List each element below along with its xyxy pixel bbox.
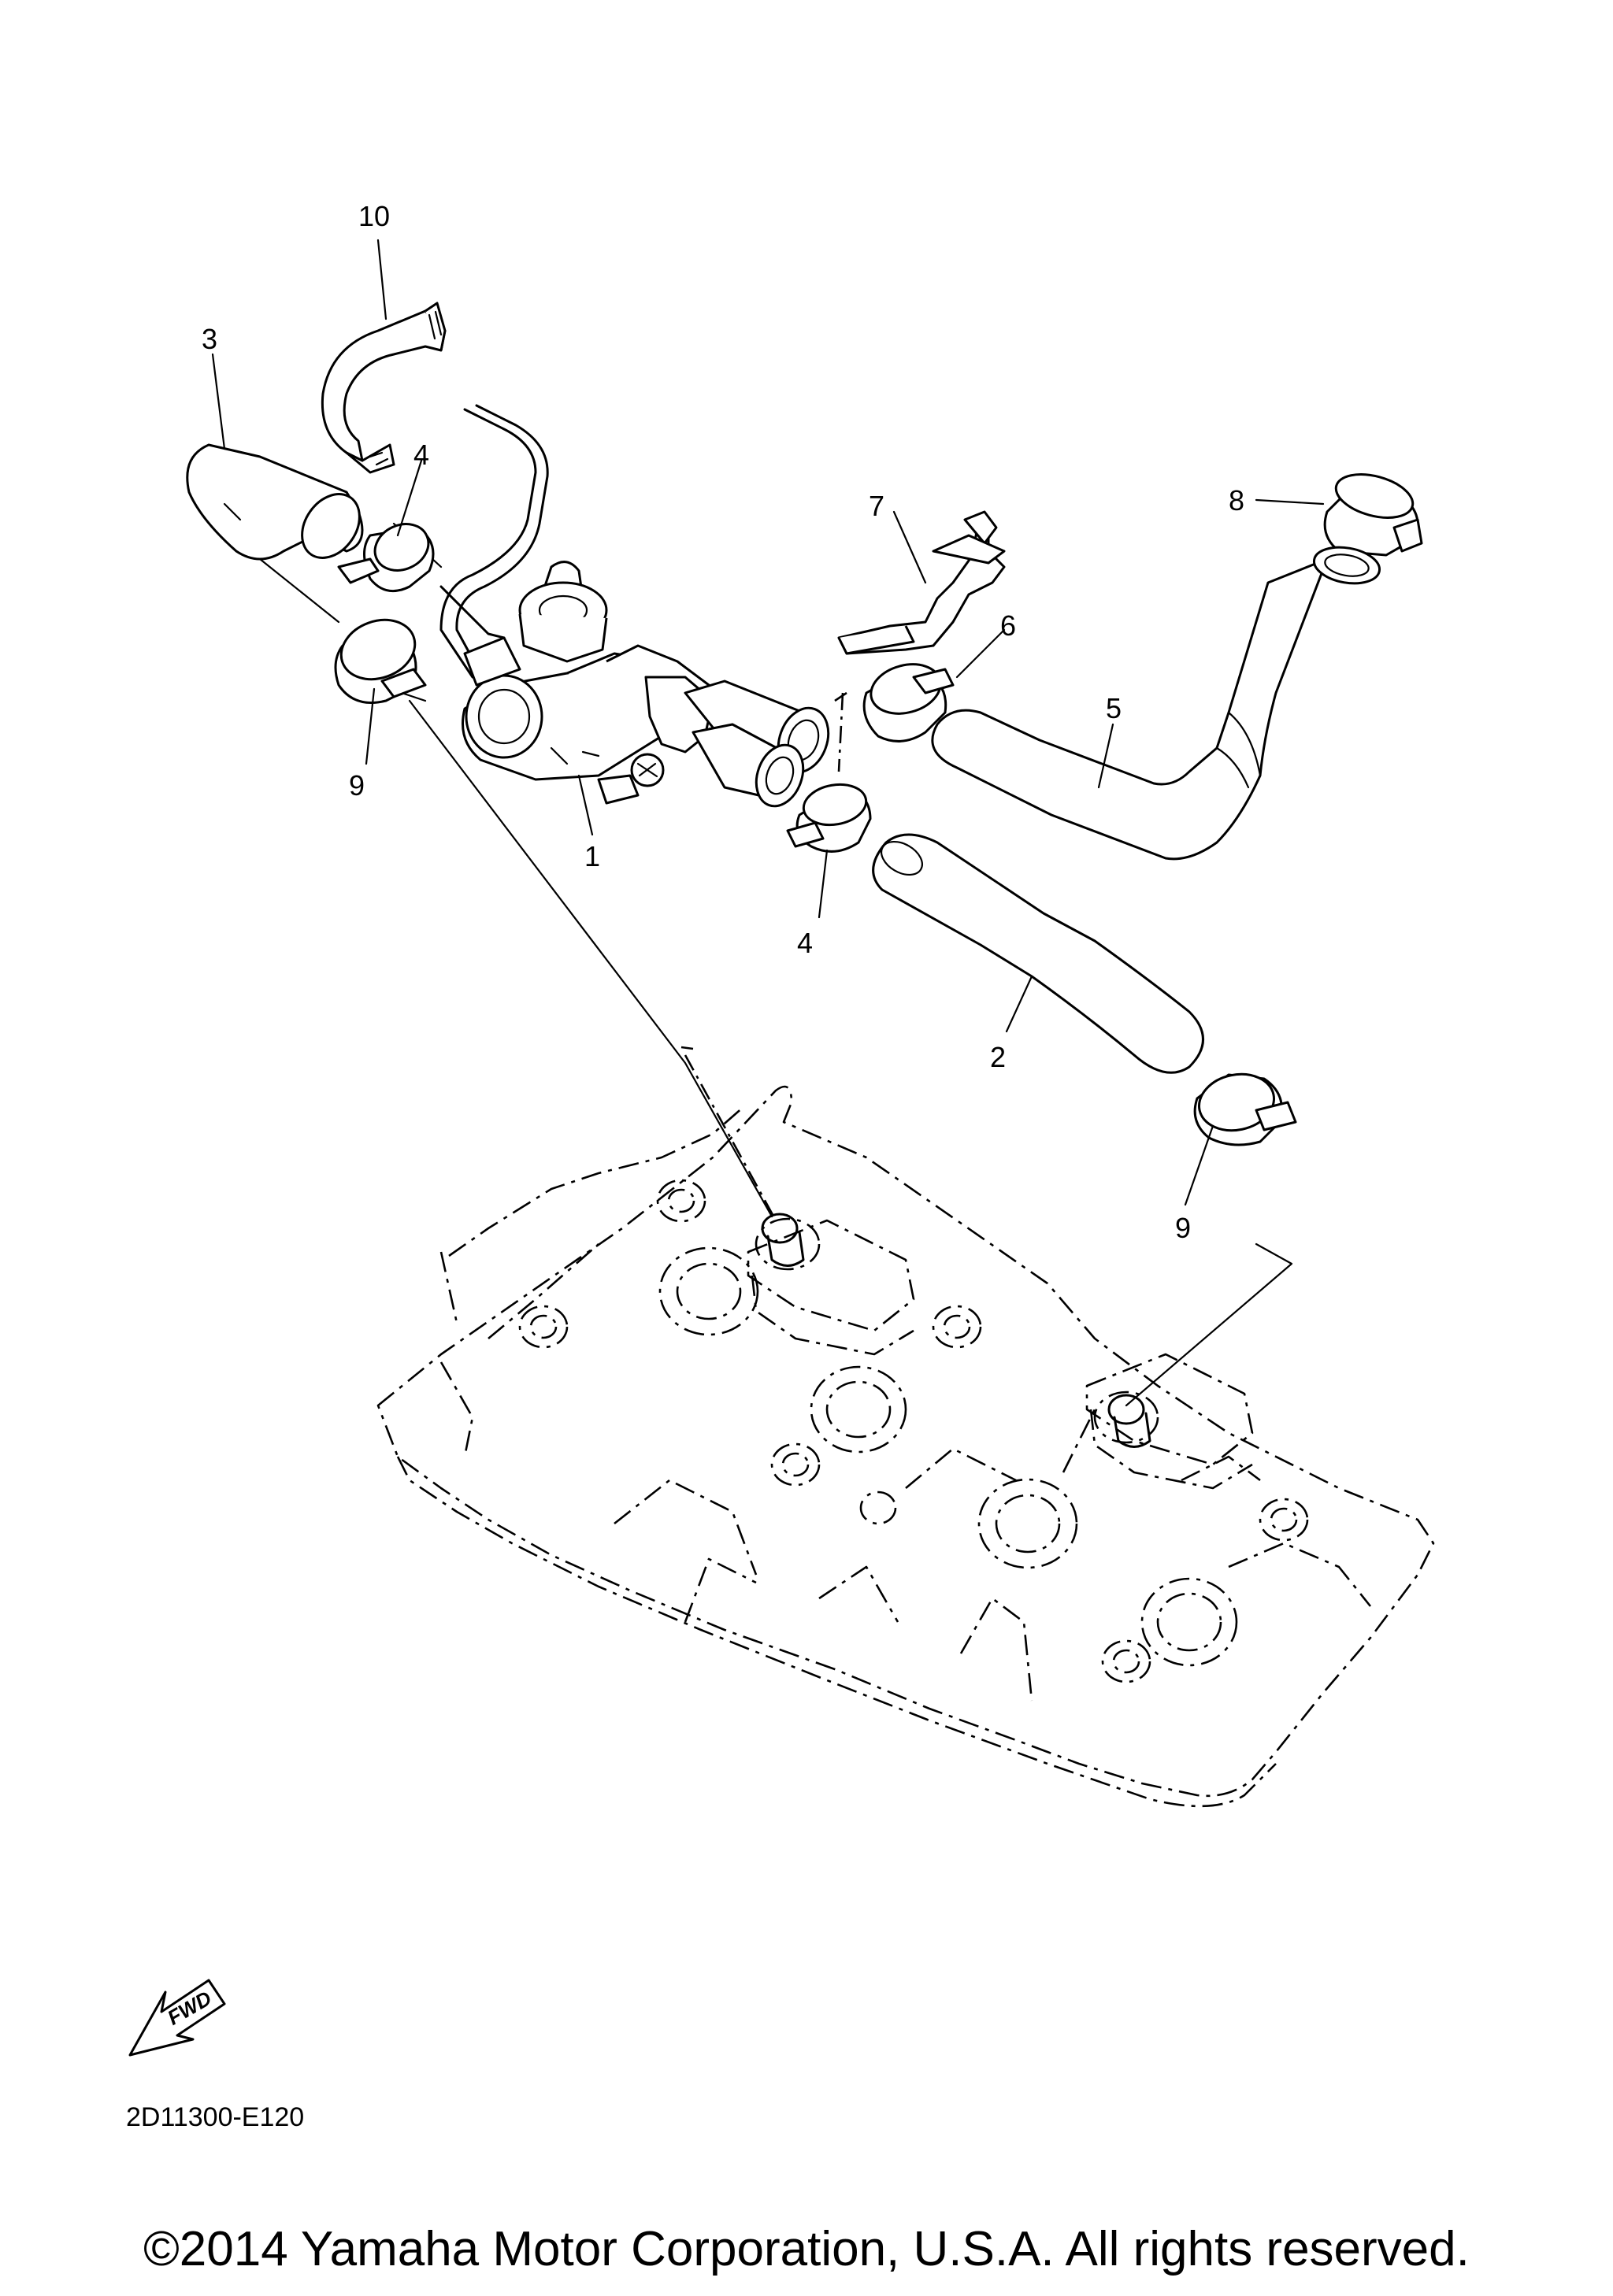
callout-6: 6 bbox=[1000, 609, 1016, 642]
part-7-bracket bbox=[837, 510, 1006, 655]
part-8-clip bbox=[1323, 473, 1423, 557]
part-4-hose-clamp-upper bbox=[337, 523, 435, 593]
callout-9-left: 9 bbox=[349, 769, 365, 802]
callout-7: 7 bbox=[869, 490, 884, 522]
cylinder-head-cover bbox=[376, 1085, 1435, 1808]
part-4-hose-clamp-lower bbox=[786, 783, 872, 853]
part-2-hose bbox=[872, 833, 1204, 1074]
callout-8: 8 bbox=[1229, 484, 1244, 517]
part-1-air-induction-valve bbox=[439, 404, 830, 808]
callout-labels: 10 3 4 7 8 6 5 9 1 4 2 9 bbox=[202, 200, 1244, 1244]
callout-3: 3 bbox=[202, 323, 217, 355]
callout-1: 1 bbox=[584, 840, 600, 872]
callout-4-lower: 4 bbox=[797, 927, 813, 959]
part-9-hose-clamp-left bbox=[334, 618, 427, 704]
leader-lines bbox=[211, 239, 1325, 1206]
callout-2: 2 bbox=[990, 1041, 1006, 1073]
part-5-hose bbox=[931, 546, 1381, 861]
part-3-hose bbox=[186, 443, 364, 561]
part-10-clamp-band bbox=[321, 302, 447, 474]
part-9-hose-clamp-right bbox=[1193, 1072, 1297, 1146]
callout-10: 10 bbox=[358, 200, 390, 232]
drawing-code: 2D11300-E120 bbox=[126, 2102, 304, 2132]
copyright-notice: ©2014 Yamaha Motor Corporation, U.S.A. A… bbox=[143, 2222, 1470, 2276]
callout-5: 5 bbox=[1106, 692, 1122, 724]
callout-9-right: 9 bbox=[1175, 1212, 1191, 1244]
part-6-hose-clamp bbox=[862, 663, 955, 742]
fwd-direction-arrow: FWD bbox=[128, 1979, 226, 2057]
callout-4-upper: 4 bbox=[413, 439, 429, 471]
